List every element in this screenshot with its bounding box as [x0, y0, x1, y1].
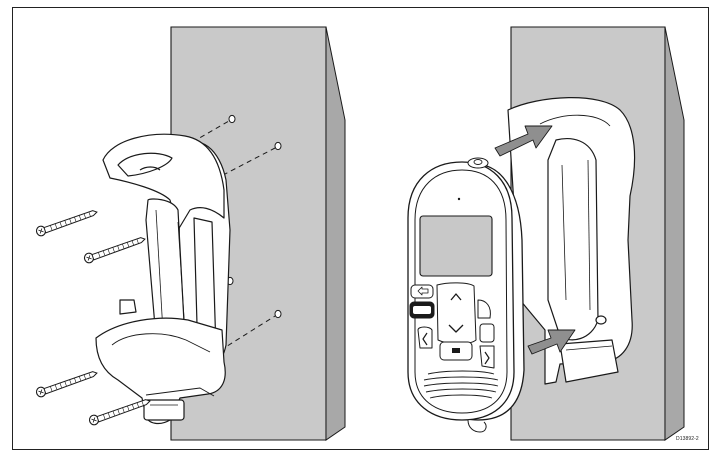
left-panel — [34, 26, 346, 441]
screw-icon — [34, 209, 100, 237]
insertion-arrow-icon — [527, 329, 576, 355]
screw-icon — [34, 370, 100, 398]
insertion-arrow-icon — [494, 125, 553, 157]
handset-speaker — [423, 370, 499, 399]
handset-keypad — [409, 282, 495, 369]
mounting-bracket-right — [507, 97, 636, 385]
figure-reference-code: D13892-2 — [676, 436, 699, 442]
right-panel — [407, 26, 685, 441]
screw-icon — [82, 236, 148, 264]
mounting-bracket-left — [95, 133, 231, 425]
handset-screen — [419, 215, 493, 277]
screw-icon — [87, 398, 153, 426]
handset — [407, 157, 525, 433]
